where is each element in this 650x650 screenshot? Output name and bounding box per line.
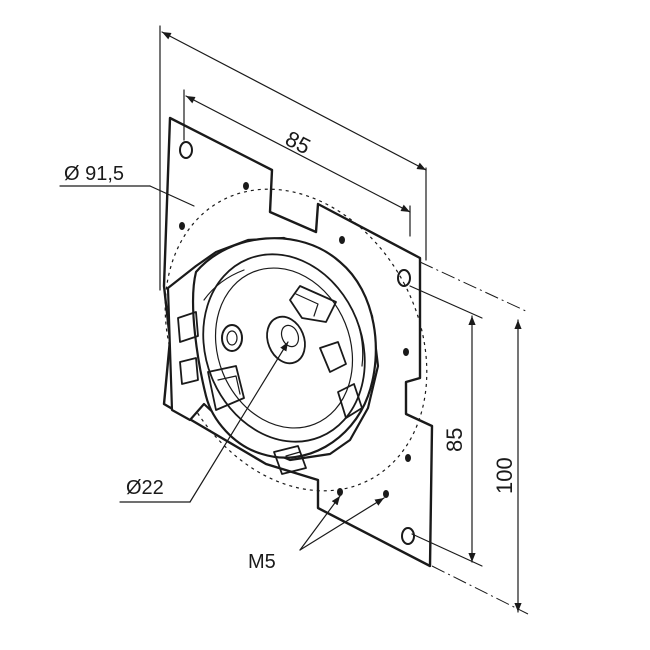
dimension-outer-height: 100 [419, 261, 529, 615]
dimension-label-outer-height: 100 [492, 457, 517, 494]
dimension-inner-height: 85 [409, 285, 483, 567]
thread-label: M5 [248, 551, 276, 573]
corner-hole-top-right [397, 269, 411, 287]
shaft-diameter-callout: Ø22 [119, 341, 289, 503]
thread-callout: M5 [248, 495, 385, 573]
dimension-overall-width [159, 25, 427, 291]
pitch-circle-callout: Ø 91,5 [59, 163, 195, 207]
pitch-circle-label: Ø 91,5 [64, 163, 124, 185]
dimension-label-inner-height: 85 [442, 428, 467, 452]
shaft-diameter-label: Ø22 [126, 477, 164, 499]
corner-hole-bottom-right [401, 527, 415, 545]
dimension-label-top-width: 85 [281, 126, 314, 159]
corner-hole-top-left [179, 141, 193, 159]
